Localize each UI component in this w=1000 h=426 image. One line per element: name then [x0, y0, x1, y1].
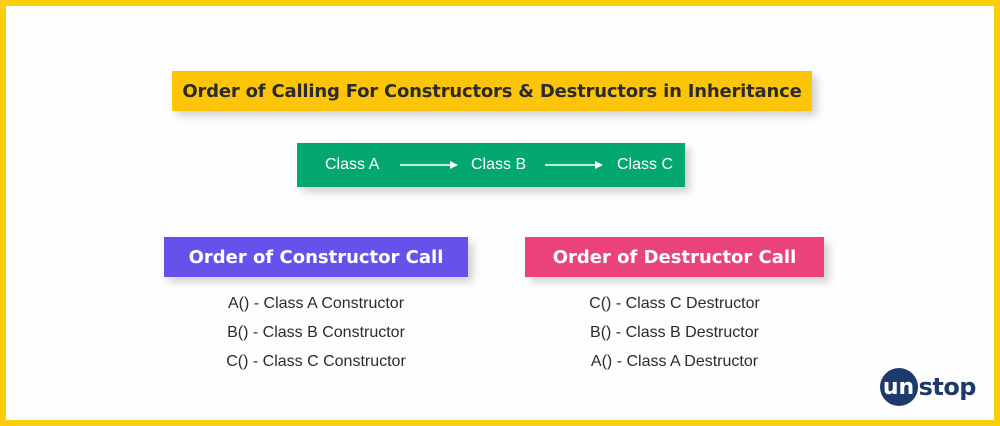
inheritance-chain: Class A Class B Class C: [297, 143, 685, 187]
chain-node-class-b: Class B: [471, 156, 527, 173]
logo-text: stop: [918, 373, 977, 401]
list-item: B() - Class B Constructor: [227, 324, 405, 341]
arrow-right-icon: [545, 161, 603, 169]
diagram-title: Order of Calling For Constructors & Dest…: [172, 71, 812, 111]
unstop-logo: un stop: [879, 368, 977, 406]
constructor-call-header: Order of Constructor Call: [164, 237, 468, 277]
list-item: A() - Class A Destructor: [590, 353, 759, 370]
chain-node-class-a: Class A: [325, 156, 380, 173]
arrow-right-icon: [400, 161, 458, 169]
constructor-call-list: A() - Class A Constructor B() - Class B …: [164, 289, 468, 376]
list-item: C() - Class C Destructor: [589, 295, 760, 312]
destructor-call-header: Order of Destructor Call: [525, 237, 824, 277]
list-item: B() - Class B Destructor: [590, 324, 759, 341]
list-item: A() - Class A Constructor: [227, 295, 405, 312]
destructor-call-list: C() - Class C Destructor B() - Class B D…: [525, 289, 824, 376]
chain-node-class-c: Class C: [617, 156, 674, 173]
list-item: C() - Class C Constructor: [226, 353, 406, 370]
logo-badge: un: [879, 368, 918, 406]
